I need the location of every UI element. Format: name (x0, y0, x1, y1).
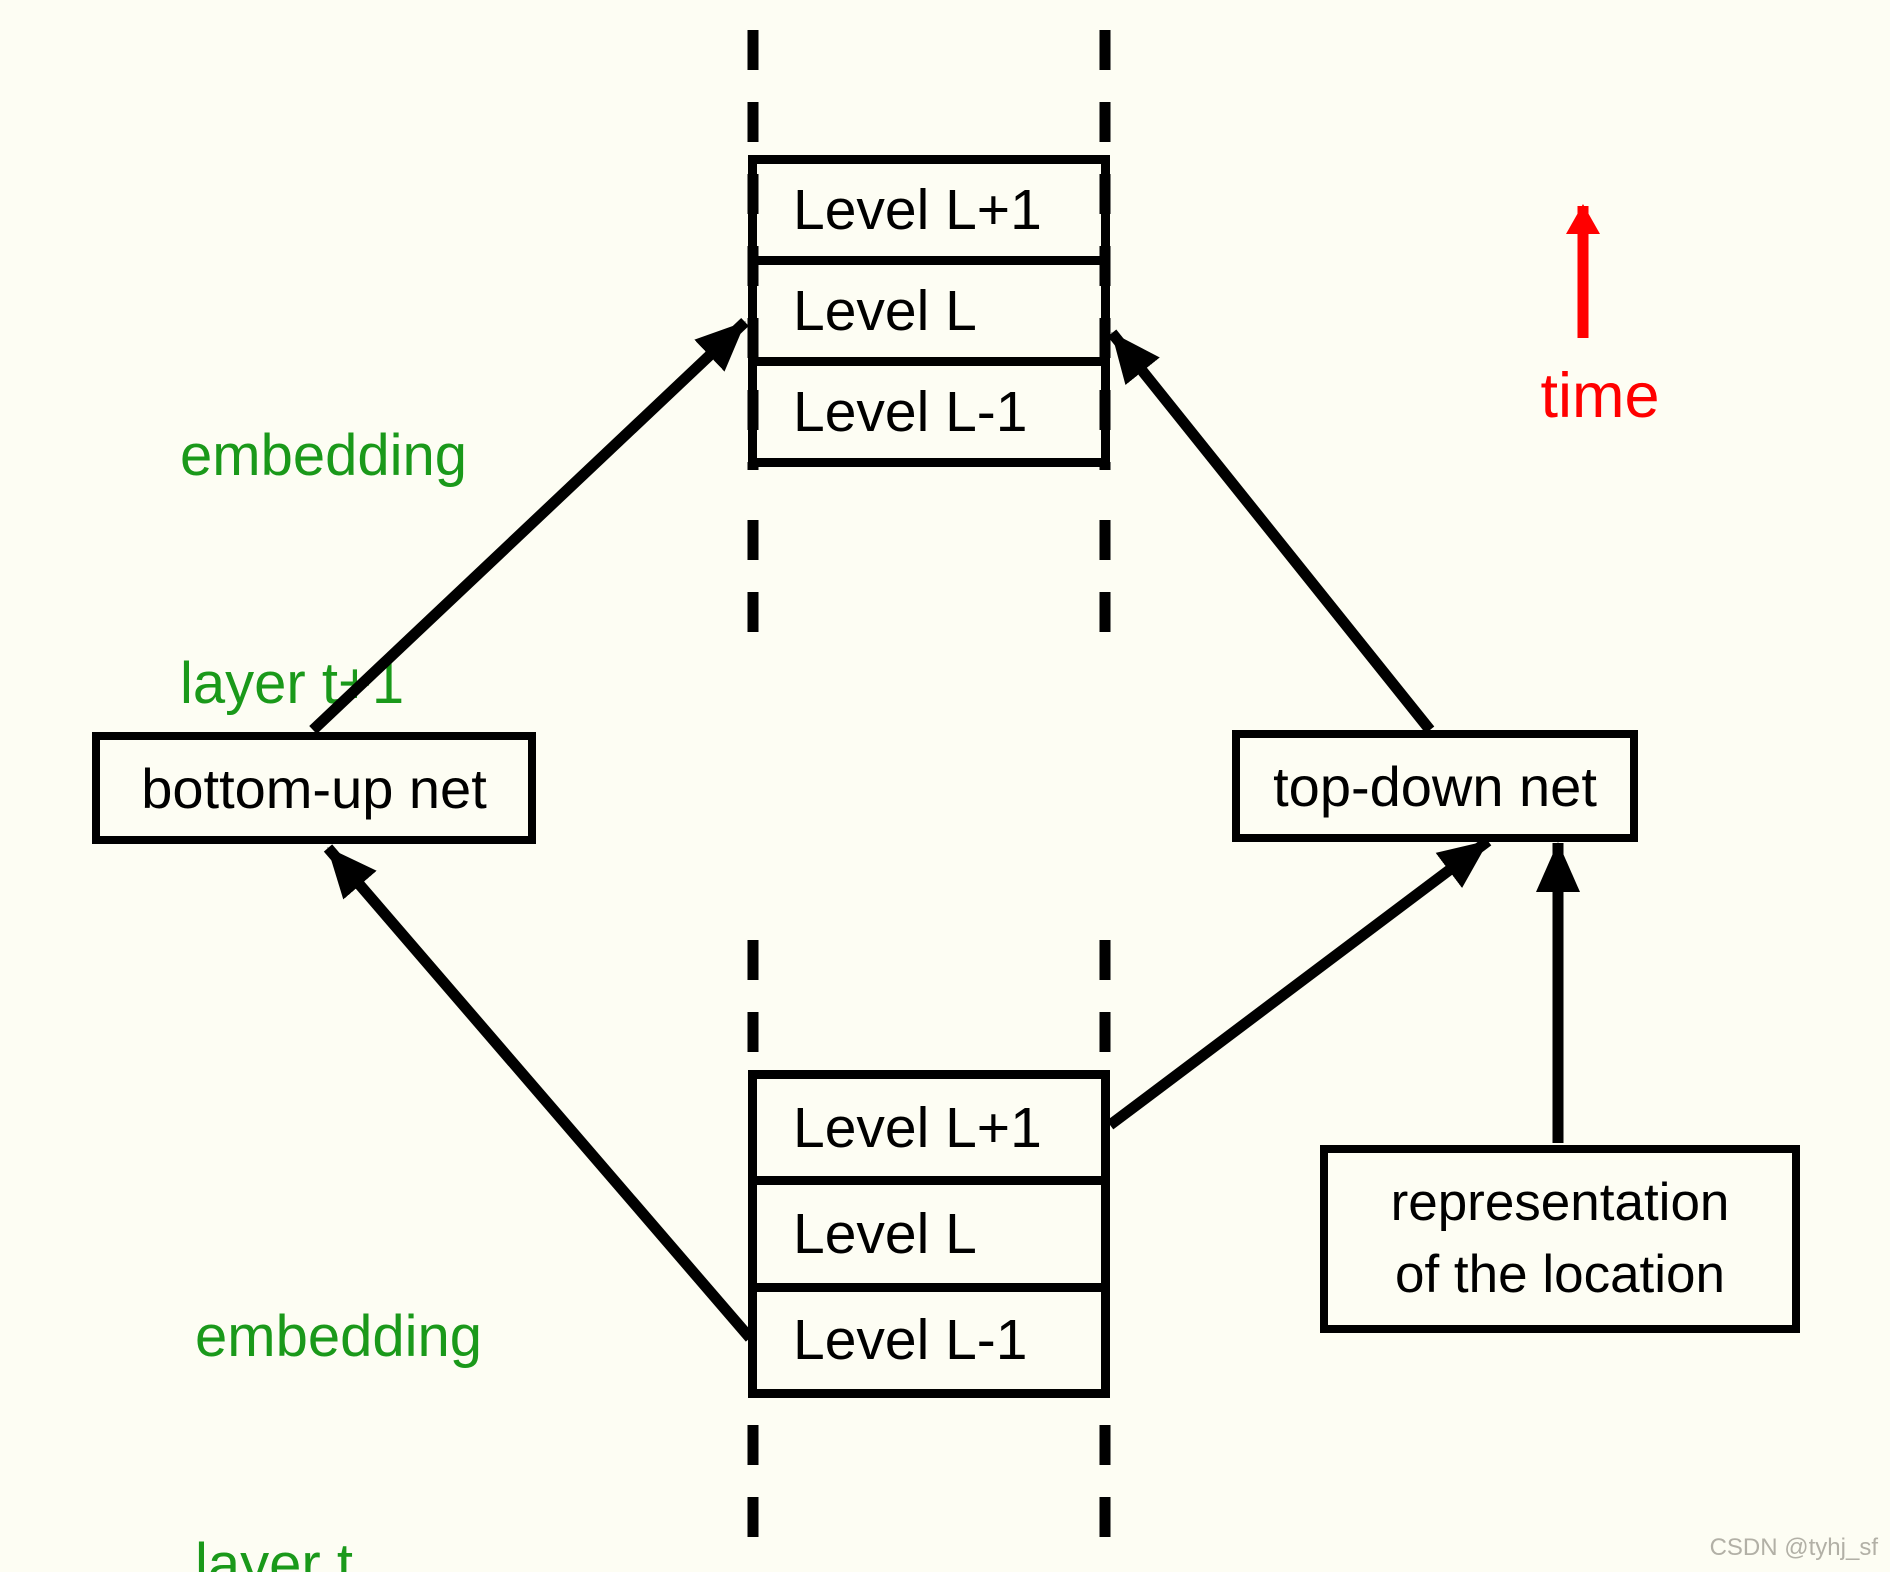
bottom-up-net-label: bottom-up net (141, 756, 487, 820)
level-label: Level L (793, 279, 977, 343)
level-row-l: Level L (757, 1176, 1101, 1282)
level-label: Level L (793, 1201, 977, 1266)
level-row-l-plus-1: Level L+1 (757, 1079, 1101, 1176)
time-axis-label: time (1540, 361, 1660, 431)
bottom-up-net-box: bottom-up net (92, 732, 536, 844)
level-row-l-minus-1: Level L-1 (757, 1282, 1101, 1389)
level-label: Level L-1 (793, 380, 1028, 444)
representation-label-line2: of the location (1394, 1245, 1725, 1304)
embedding-layer-t1-line2: layer t+1 (180, 651, 405, 716)
embedding-layer-t-line1: embedding (195, 1304, 482, 1369)
level-row-l: Level L (757, 256, 1101, 357)
embedding-stack-t: Level L+1 Level L Level L-1 (748, 1070, 1110, 1398)
embedding-layer-t1-label: embedding layer t+1 (180, 266, 467, 874)
level-row-l-minus-1: Level L-1 (757, 357, 1101, 458)
arrow-top-down-net-to-levelt1 (1107, 329, 1435, 734)
representation-box: representation of the location (1320, 1145, 1800, 1333)
embedding-stack-t1: Level L+1 Level L Level L-1 (748, 155, 1110, 467)
arrow-levelt-to-top-down-net (1106, 836, 1492, 1130)
embedding-layer-t-line2: layer t (195, 1532, 353, 1572)
watermark-text: CSDN @tyhj_sf (1709, 1534, 1878, 1561)
level-label: Level L-1 (793, 1308, 1028, 1373)
level-row-l-plus-1: Level L+1 (757, 164, 1101, 256)
representation-label-line1: representation (1390, 1173, 1730, 1232)
embedding-layer-t-label: embedding layer t (195, 1147, 482, 1572)
level-label: Level L+1 (793, 1095, 1042, 1160)
level-label: Level L+1 (793, 178, 1042, 242)
top-down-net-label: top-down net (1273, 754, 1597, 818)
embedding-layer-t1-line1: embedding (180, 423, 467, 488)
top-down-net-box: top-down net (1232, 730, 1638, 842)
